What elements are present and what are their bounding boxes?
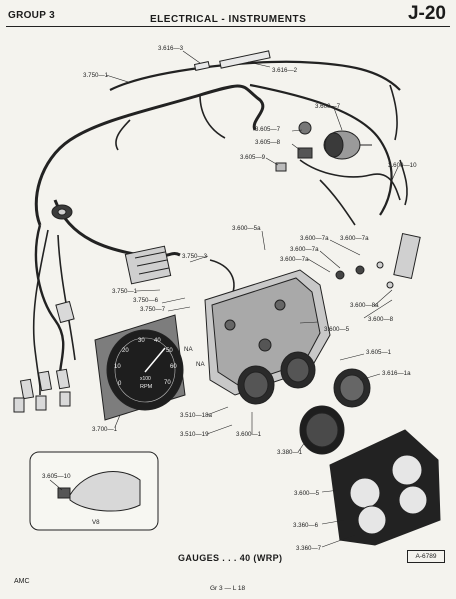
callout-3750-7: 3.750—7 — [140, 306, 166, 313]
tach-numbers: 0 10 20 30 40 50 60 70 x100 RPM — [114, 338, 177, 390]
callout-3750-1-mid: 3.750—1 — [112, 288, 138, 295]
figure-id: A-6789 — [407, 550, 445, 563]
page-code: J-20 — [407, 3, 446, 24]
svg-text:10: 10 — [114, 364, 121, 370]
fuel-tube — [193, 50, 271, 71]
callout-3605-9: 3.605—9 — [240, 154, 266, 161]
callout-3600-7a-4: 3.600—7a — [280, 256, 309, 263]
callout-3700-1: 3.700—1 — [92, 426, 118, 433]
callout-3600-1: 3.600—1 — [236, 431, 262, 438]
small-gauges — [237, 351, 371, 455]
callout-3600-8a: 3.600—8a — [350, 302, 379, 309]
gauge-bezel — [329, 429, 441, 546]
fuel-sender-unit — [275, 121, 372, 172]
callout-3600-8: 3.600—8 — [368, 316, 394, 323]
svg-text:60: 60 — [170, 364, 177, 370]
callout-3600-7a-3: 3.600—7a — [290, 246, 319, 253]
svg-text:50: 50 — [166, 348, 173, 354]
callout-3605-10: 3.605—10 — [42, 473, 71, 480]
header-rule — [6, 26, 450, 27]
wiring-harness — [34, 84, 265, 226]
callout-3750-1-top: 3.750—1 — [83, 72, 109, 79]
callout-3750-6: 3.750—6 — [133, 297, 159, 304]
svg-text:20: 20 — [122, 348, 129, 354]
callout-3600-5-lower: 3.600—5 — [294, 490, 320, 497]
callout-3600-5-upper: 3.600—5 — [324, 326, 350, 333]
footer-brand: AMC — [14, 578, 30, 585]
cluster-housing — [204, 269, 331, 396]
harness-connector-block — [124, 245, 172, 285]
callout-3605-8: 3.605—8 — [255, 139, 281, 146]
callout-3600-10: 3.600—10 — [388, 162, 417, 169]
grommet — [51, 204, 73, 220]
callout-3605-1: 3.605—1 — [366, 349, 392, 356]
svg-text:40: 40 — [154, 338, 161, 344]
callout-3750-3: 3.750—3 — [182, 253, 208, 260]
callout-3510-19: 3.510—19 — [180, 431, 209, 438]
svg-text:RPM: RPM — [140, 384, 153, 390]
callout-3605-7: 3.605—7 — [255, 126, 281, 133]
callout-3600-7a-2: 3.600—7a — [340, 235, 369, 242]
footer-page-ref: Gr 3 — L 18 — [210, 585, 246, 592]
harness-branch-upper — [109, 60, 401, 91]
svg-text:70: 70 — [164, 380, 171, 386]
svg-text:30: 30 — [138, 338, 145, 344]
left-connectors — [13, 300, 75, 413]
harness-branch-right — [249, 83, 393, 216]
harness-left-drop — [34, 224, 65, 376]
callout-3616-3: 3.616—3 — [158, 45, 184, 52]
callout-3360-7: 3.360—7 — [296, 545, 322, 552]
callout-3600-7a-1: 3.600—7a — [300, 235, 329, 242]
callout-3360-6: 3.360—6 — [293, 522, 319, 529]
callout-3600-7: 3.600—7 — [315, 103, 341, 110]
svg-text:0: 0 — [118, 381, 122, 387]
callout-3380-1: 3.380—1 — [277, 449, 303, 456]
group-label: GROUP 3 — [8, 10, 55, 21]
callout-3616-1a: 3.616—1a — [382, 370, 411, 377]
callout-3600-5a: 3.600—5a — [232, 225, 261, 232]
v8-label: V8 — [92, 519, 100, 526]
callout-3616-2: 3.616—2 — [272, 67, 298, 74]
section-title: ELECTRICAL - INSTRUMENTS — [150, 14, 307, 25]
tachometer — [94, 314, 186, 421]
svg-text:x100: x100 — [140, 376, 151, 382]
figure-caption: GAUGES . . . 40 (WRP) — [178, 553, 283, 563]
na-label-2: NA — [196, 361, 205, 368]
connector-bracket — [335, 232, 421, 289]
callout-3510-18a: 3.510—18a — [180, 412, 213, 419]
v8-inset — [29, 451, 159, 531]
na-label-1: NA — [184, 346, 193, 353]
